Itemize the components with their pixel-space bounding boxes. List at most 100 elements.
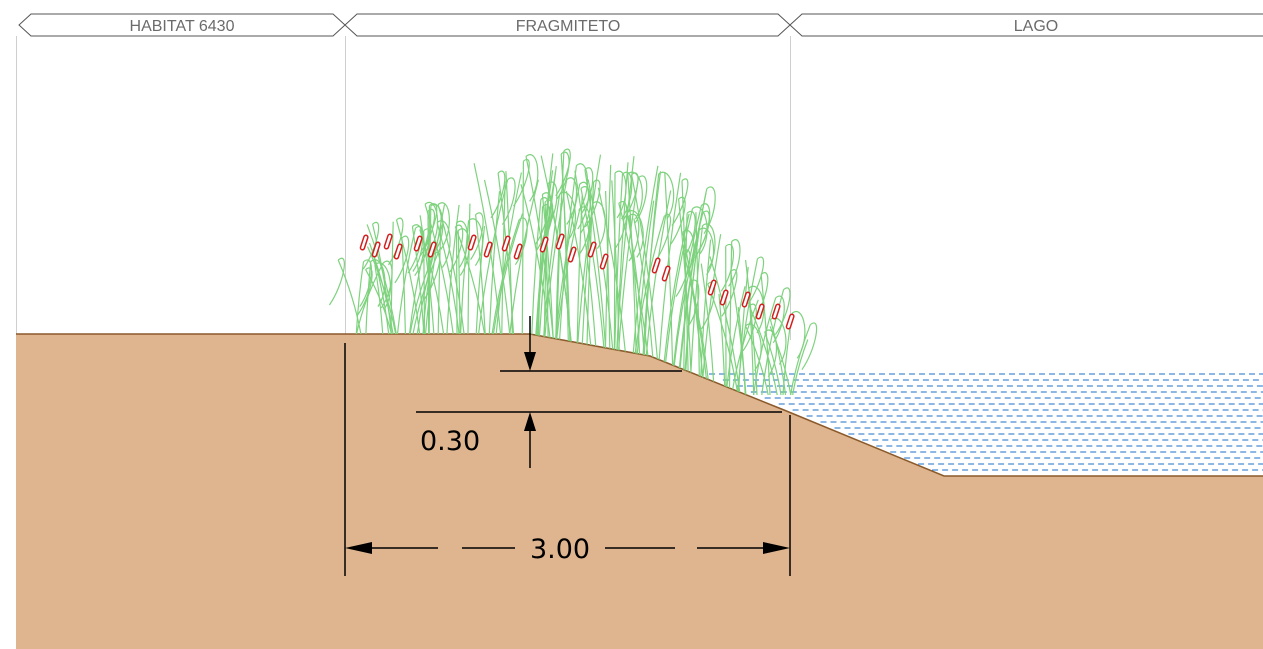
reed-stem bbox=[690, 225, 704, 373]
reed-leaf bbox=[670, 196, 686, 245]
reed-stem bbox=[678, 198, 692, 373]
cattail-head bbox=[587, 241, 597, 258]
reed-stem bbox=[613, 172, 616, 350]
reed-leaf bbox=[592, 201, 606, 249]
reed-stem bbox=[495, 172, 522, 335]
reed-stem bbox=[460, 220, 470, 335]
dim-arrow-right-head bbox=[763, 542, 790, 554]
cattail-head bbox=[651, 257, 661, 274]
lake-water bbox=[700, 371, 1263, 476]
cattail-head bbox=[567, 246, 577, 263]
reed-stem bbox=[467, 203, 471, 335]
reed-stem bbox=[437, 214, 442, 335]
reed-stem bbox=[769, 319, 787, 396]
reed-leaf bbox=[720, 243, 735, 292]
reed-stem bbox=[396, 228, 417, 335]
cattail-head bbox=[539, 236, 549, 253]
reed-stem bbox=[521, 161, 524, 335]
zone-label-lago: LAGO bbox=[1014, 18, 1058, 35]
reed-stem bbox=[673, 212, 704, 366]
reed-leaf bbox=[700, 281, 716, 330]
reed-leaf bbox=[359, 259, 373, 308]
header-frame-habitat bbox=[18, 13, 346, 37]
reed-stem bbox=[695, 212, 700, 376]
reed-stem bbox=[576, 195, 583, 343]
cattail-head bbox=[785, 313, 795, 330]
soil-ground bbox=[16, 334, 1263, 649]
reed-leaf bbox=[621, 171, 633, 220]
reed-stem bbox=[707, 283, 738, 392]
reed-leaf bbox=[748, 285, 765, 334]
reed-stem bbox=[633, 218, 654, 358]
zone-header bbox=[18, 13, 1263, 37]
reed-leaf bbox=[580, 167, 594, 215]
reed-stem bbox=[424, 204, 446, 335]
reed-leaf bbox=[692, 206, 708, 255]
reed-stem bbox=[419, 215, 435, 335]
reed-stem bbox=[544, 179, 568, 337]
reed-stem bbox=[455, 222, 458, 335]
reed-leaf bbox=[728, 239, 741, 287]
reed-leaf bbox=[429, 203, 444, 251]
reed-leaf bbox=[357, 267, 373, 315]
reed-leaf bbox=[772, 295, 785, 344]
reed-leaf bbox=[559, 191, 577, 240]
zone-label-fragmiteto: FRAGMITETO bbox=[516, 18, 621, 35]
reed-stem bbox=[682, 251, 709, 380]
reed-stem bbox=[457, 230, 461, 335]
reed-leaf bbox=[764, 329, 778, 378]
reed-stem bbox=[337, 259, 362, 335]
reed-leaf bbox=[419, 208, 435, 257]
cattail-head bbox=[413, 235, 423, 252]
reed-stem bbox=[581, 203, 594, 344]
reed-leaf bbox=[328, 257, 345, 306]
reed-leaf bbox=[747, 256, 765, 305]
reed-stem bbox=[642, 171, 662, 355]
cattail-head bbox=[371, 241, 381, 258]
reed-leaf bbox=[654, 213, 672, 262]
reed-stem bbox=[501, 181, 506, 335]
reed-stem bbox=[738, 266, 749, 392]
reed-stem bbox=[685, 229, 700, 371]
reed-leaf bbox=[580, 186, 592, 234]
reed-leaf bbox=[525, 154, 539, 202]
reed-stem bbox=[559, 165, 577, 340]
reed-stem bbox=[728, 241, 733, 389]
reed-stem bbox=[611, 180, 620, 351]
reed-stem bbox=[408, 230, 430, 335]
reed-leaf bbox=[513, 158, 530, 207]
reed-vegetation bbox=[328, 148, 818, 396]
reed-leaf bbox=[362, 221, 380, 270]
cattail-head bbox=[741, 291, 751, 308]
reed-stem bbox=[700, 239, 712, 377]
water-fill bbox=[700, 371, 1263, 476]
dim-arrow-down-head bbox=[524, 352, 536, 371]
cattail-head bbox=[483, 241, 493, 258]
reed-stem bbox=[580, 188, 605, 348]
reed-stem bbox=[730, 271, 747, 395]
reed-stem bbox=[565, 190, 592, 346]
reed-leaf bbox=[514, 217, 528, 266]
reed-stem bbox=[475, 226, 486, 335]
reed-stem bbox=[748, 305, 778, 396]
reed-leaf bbox=[437, 202, 450, 250]
reed-stem bbox=[409, 253, 435, 335]
dim-horizontal-value: 3.00 bbox=[530, 534, 590, 565]
reed-leaf bbox=[683, 210, 696, 259]
reed-stem bbox=[419, 229, 445, 335]
cattail-head bbox=[467, 234, 477, 251]
reed-stem bbox=[412, 246, 442, 335]
reed-leaf bbox=[774, 287, 791, 335]
cattail-heads bbox=[359, 233, 795, 330]
reed-stem bbox=[454, 226, 486, 335]
reed-stem bbox=[520, 184, 551, 338]
reed-leaf bbox=[671, 178, 689, 226]
reed-stem bbox=[761, 289, 785, 396]
reed-stem bbox=[672, 205, 702, 366]
reed-leaf bbox=[388, 217, 404, 266]
reed-stem bbox=[372, 223, 393, 335]
reed-leaf bbox=[702, 223, 716, 272]
reed-stem bbox=[497, 172, 515, 335]
vertical-dimension bbox=[416, 316, 782, 468]
reed-stem bbox=[584, 169, 607, 348]
